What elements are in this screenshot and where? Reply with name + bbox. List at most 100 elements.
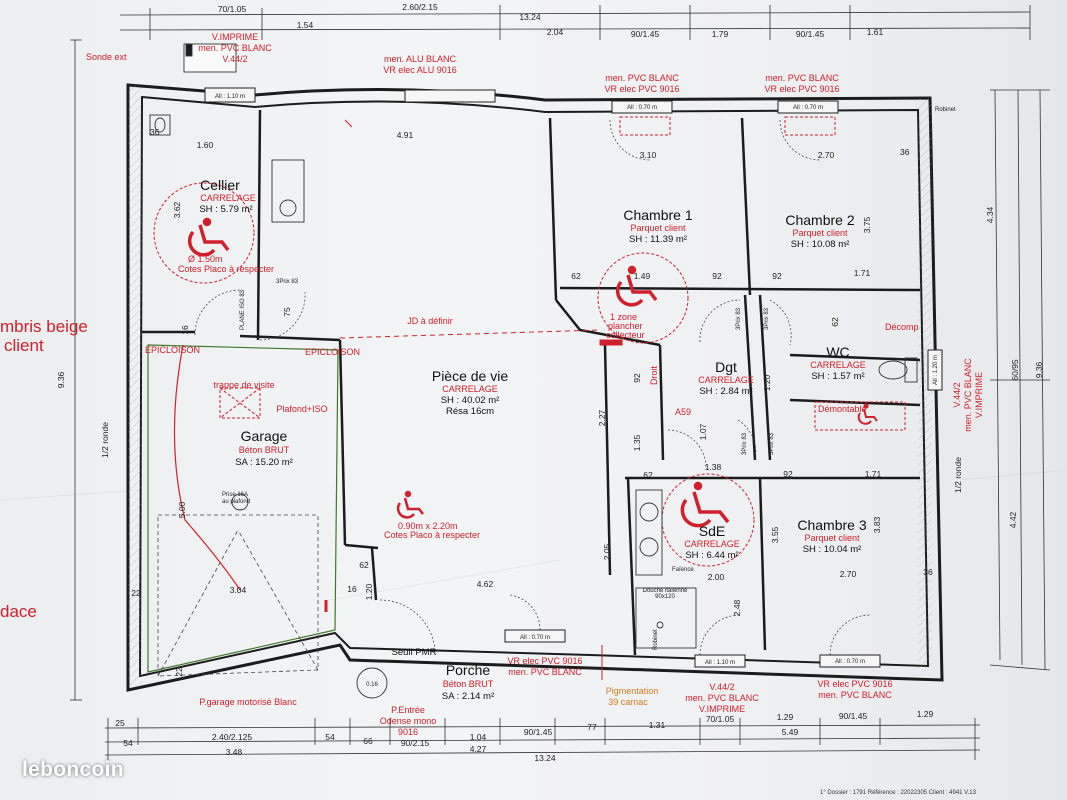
- room-cellier: Cellier CARRELAGE SH : 5.79 m²: [199, 177, 255, 215]
- svg-text:1.61: 1.61: [867, 27, 884, 37]
- svg-text:9.36: 9.36: [56, 371, 66, 388]
- svg-text:V.IMPRIME: V.IMPRIME: [212, 32, 258, 42]
- room-sde: SdE CARRELAGE SH : 6.44 m²: [684, 523, 740, 561]
- room-area: SH : 10.04 m²: [803, 544, 862, 555]
- svg-text:EPICLOISON: EPICLOISON: [305, 347, 360, 357]
- svg-text:90/2.15: 90/2.15: [401, 738, 430, 748]
- svg-text:13.24: 13.24: [534, 753, 556, 763]
- svg-text:men. PVC BLANC: men. PVC BLANC: [963, 358, 973, 432]
- svg-text:VR elec PVC 9016: VR elec PVC 9016: [507, 656, 582, 666]
- svg-text:men. PVC BLANC: men. PVC BLANC: [508, 667, 582, 677]
- svg-text:62: 62: [643, 470, 653, 480]
- svg-text:5.00: 5.00: [177, 501, 187, 518]
- svg-text:Pigmentation: Pigmentation: [606, 686, 659, 696]
- svg-text:1.38: 1.38: [705, 462, 722, 472]
- svg-text:men. ALU BLANC: men. ALU BLANC: [384, 54, 457, 64]
- room-floor: CARRELAGE: [200, 193, 256, 203]
- svg-text:2.48: 2.48: [732, 599, 742, 616]
- top-dimension-lines: [119, 5, 1031, 40]
- svg-text:3Prix 83: 3Prix 83: [764, 307, 770, 330]
- svg-text:92: 92: [632, 373, 642, 383]
- room-name: Chambre 2: [785, 212, 854, 228]
- room-note: Résa 16cm: [446, 406, 494, 417]
- svg-text:V.44/2: V.44/2: [709, 682, 734, 692]
- svg-text:90/1.45: 90/1.45: [524, 727, 553, 737]
- svg-text:3.83: 3.83: [872, 516, 882, 533]
- room-name: Cellier: [200, 177, 240, 193]
- room-chambre1: Chambre 1 Parquet client SH : 11.39 m²: [623, 207, 692, 245]
- accessibility-icon: [857, 403, 878, 425]
- svg-text:22: 22: [131, 588, 141, 598]
- svg-text:VR elec ALU 9016: VR elec ALU 9016: [383, 65, 457, 75]
- svg-text:25: 25: [115, 718, 125, 728]
- svg-text:V.IMPRIME: V.IMPRIME: [699, 704, 745, 714]
- svg-text:90/1.45: 90/1.45: [631, 29, 660, 39]
- accessibility-icon: [187, 217, 230, 257]
- svg-text:1/2 ronde: 1/2 ronde: [100, 422, 110, 458]
- room-dgt: Dgt CARRELAGE SH : 2.84 m²: [698, 359, 754, 397]
- bottom-dimension-values: 25 2.40/2.125 54 66 90/2.15 1.04 90/1.45…: [115, 709, 933, 763]
- svg-text:1.79: 1.79: [712, 29, 729, 39]
- svg-text:92: 92: [783, 469, 793, 479]
- room-name: Pièce de vie: [432, 368, 508, 384]
- svg-text:1 zone: 1 zone: [610, 312, 637, 322]
- svg-text:2.04: 2.04: [547, 27, 564, 37]
- door-arcs: [194, 119, 871, 656]
- svg-text:Démontable: Démontable: [818, 404, 867, 414]
- svg-text:P.garage motorisé Blanc: P.garage motorisé Blanc: [199, 697, 297, 707]
- room-area: SH : 2.84 m²: [699, 386, 752, 397]
- allege-labels: All : 1.10 m All : 0.70 m All : 0.70 m A…: [215, 94, 939, 666]
- svg-text:1.71: 1.71: [865, 469, 882, 479]
- svg-text:1.49: 1.49: [634, 271, 651, 281]
- svg-text:1.31: 1.31: [649, 720, 666, 730]
- svg-text:1.29: 1.29: [917, 709, 934, 719]
- room-chambre3: Chambre 3 Parquet client SH : 10.04 m²: [797, 517, 866, 555]
- svg-text:3.75: 3.75: [862, 216, 872, 233]
- svg-text:0.16: 0.16: [366, 682, 378, 688]
- accessibility-icon: [615, 265, 658, 307]
- svg-text:2.40/2.125: 2.40/2.125: [212, 732, 252, 742]
- room-floor: CARRELAGE: [698, 375, 754, 385]
- left-side-labels: mbris beige client dace: [0, 317, 88, 621]
- room-floor: Béton BRUT: [239, 445, 290, 455]
- svg-text:9.36: 9.36: [1034, 361, 1044, 378]
- svg-text:4.27: 4.27: [470, 744, 487, 754]
- interior-walls: [142, 109, 921, 656]
- svg-text:JD à définir: JD à définir: [407, 316, 453, 326]
- svg-text:22: 22: [174, 667, 184, 677]
- svg-text:54: 54: [325, 732, 335, 742]
- svg-text:70/1.05: 70/1.05: [706, 714, 735, 724]
- svg-text:VR elec PVC 9016: VR elec PVC 9016: [817, 679, 892, 689]
- svg-text:men. PVC BLANC: men. PVC BLANC: [765, 73, 839, 83]
- svg-text:4.34: 4.34: [985, 206, 995, 223]
- svg-text:2.70: 2.70: [818, 150, 835, 160]
- svg-text:Droit: Droit: [649, 365, 659, 385]
- room-floor: Parquet client: [804, 533, 860, 543]
- svg-text:3Prix 83: 3Prix 83: [736, 307, 742, 330]
- svg-text:66: 66: [363, 736, 373, 746]
- garage-door-outline: [157, 514, 319, 677]
- svg-text:men. PVC BLANC: men. PVC BLANC: [818, 690, 892, 700]
- room-wc: WC CARRELAGE SH : 1.57 m²: [810, 344, 866, 382]
- svg-text:90/1.45: 90/1.45: [839, 711, 868, 721]
- svg-text:V.44/2: V.44/2: [222, 54, 247, 64]
- bottom-dimension-lines: [104, 718, 981, 762]
- window-notes: V.IMPRIME men. PVC BLANC V.44/2 men. ALU…: [198, 32, 984, 714]
- room-name: Porche: [446, 662, 491, 678]
- svg-text:3.55: 3.55: [770, 526, 780, 543]
- svg-text:Douche italienne: Douche italienne: [643, 588, 688, 594]
- svg-text:36: 36: [900, 147, 910, 157]
- leboncoin-logo: leboncoin: [22, 758, 124, 781]
- svg-text:54: 54: [123, 738, 133, 748]
- svg-text:trappe de visite: trappe de visite: [213, 380, 274, 390]
- svg-text:Odense mono: Odense mono: [380, 716, 437, 726]
- svg-text:2.27: 2.27: [597, 409, 607, 426]
- room-name: Garage: [241, 428, 288, 444]
- svg-text:2.60/2.15: 2.60/2.15: [402, 2, 438, 12]
- svg-text:P.Entrée: P.Entrée: [391, 705, 425, 715]
- inner-dimension-values: 4.91 1.60 3.62 3.10 2.70 3.75 1.49 62 92…: [131, 130, 933, 677]
- fixtures: [149, 43, 918, 699]
- windows: [204, 87, 943, 668]
- room-name: SdE: [699, 523, 725, 539]
